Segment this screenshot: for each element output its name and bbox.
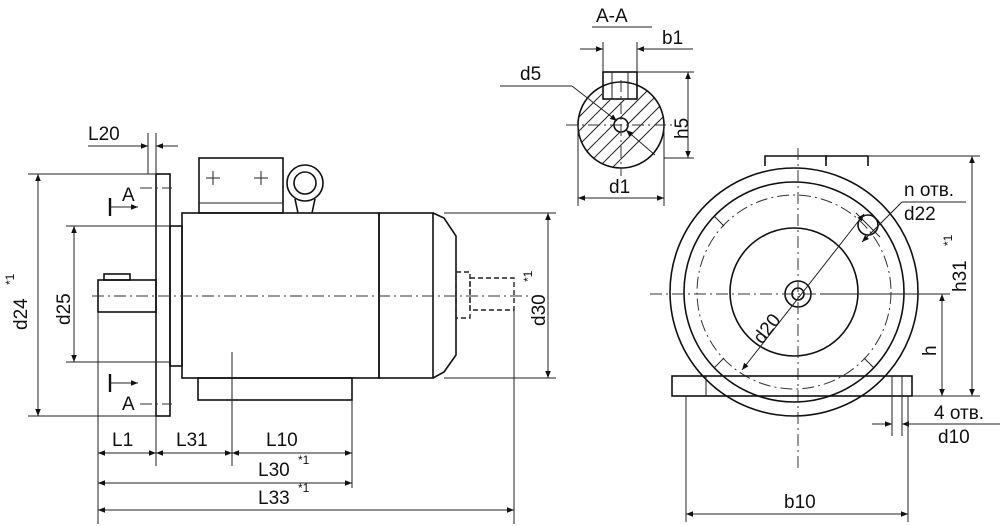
lifting-eye (286, 164, 324, 202)
terminal-box (198, 157, 284, 214)
label-l33-sup: *1 (298, 481, 310, 495)
label-a-bottom: A (122, 394, 135, 415)
label-d30-sup: *1 (521, 270, 535, 282)
dimension-labels: А-А b1 d5 h5 d1 L20 A A d24 *1 d25 d30 *… (3, 6, 984, 513)
rear-shaft-hidden (455, 271, 471, 319)
label-l30: L30 (258, 460, 290, 481)
end-view-feet (671, 375, 913, 397)
label-l31: L31 (176, 430, 208, 451)
label-b10: b10 (784, 492, 816, 513)
label-d24-sup: *1 (3, 273, 17, 285)
label-l1: L1 (112, 430, 133, 451)
label-l10: L10 (266, 430, 298, 451)
section-a-a (500, 26, 694, 206)
end-view-outline (669, 167, 919, 417)
label-l33: L33 (258, 488, 290, 509)
label-d25: d25 (54, 293, 75, 325)
label-l20: L20 (88, 124, 120, 145)
motor-feet (197, 377, 353, 401)
label-h5: h5 (672, 118, 693, 139)
label-l30-sup: *1 (298, 453, 310, 467)
label-n-holes: n отв. (904, 180, 954, 201)
label-h31-sup: *1 (941, 234, 955, 246)
side-view (28, 133, 556, 524)
label-a-top: A (122, 185, 135, 206)
label-d22: d22 (904, 204, 936, 225)
key (602, 71, 638, 100)
label-d1: d1 (609, 177, 630, 198)
label-h31: h31 (950, 260, 971, 292)
flange (155, 173, 171, 417)
label-d5: d5 (520, 64, 541, 85)
label-h: h (920, 345, 941, 356)
label-section: А-А (596, 6, 628, 27)
label-d10: d10 (938, 427, 970, 448)
label-b1: b1 (662, 28, 683, 49)
end-view (650, 148, 1000, 522)
label-4-holes: 4 отв. (934, 403, 984, 424)
label-d30: d30 (529, 294, 550, 326)
label-d24: d24 (11, 298, 32, 330)
